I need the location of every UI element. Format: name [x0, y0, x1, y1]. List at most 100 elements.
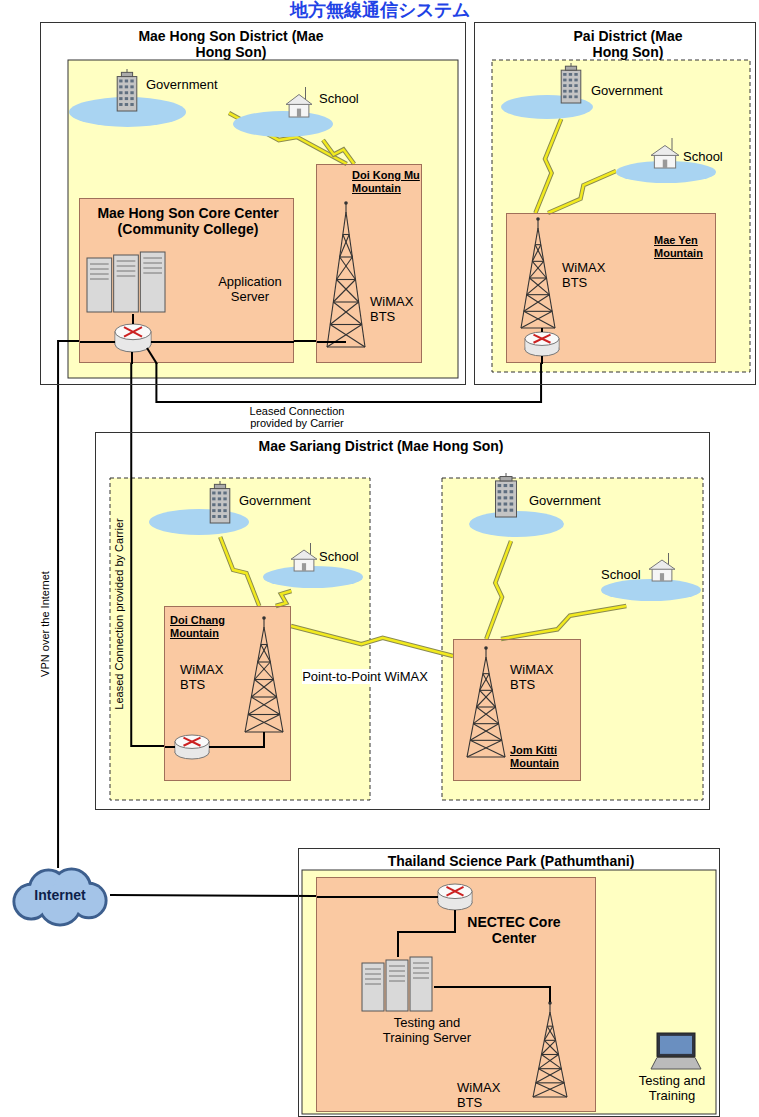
region-heading: Thailand Science Park (Pathumthani): [331, 853, 691, 869]
node-text: School: [319, 549, 364, 564]
mountain-name: Mae Yen Mountain: [654, 234, 714, 260]
bts-box: WiMAX BTSJom Kitti Mountain: [453, 639, 581, 781]
node-text: Government: [591, 83, 671, 98]
wire: [80, 341, 115, 343]
ellipse-icon: [149, 509, 249, 535]
node-text: WiMAX BTS: [457, 1080, 529, 1110]
node-text: School: [683, 149, 728, 164]
bts-box: Mae Yen MountainWiMAX BTS: [506, 213, 716, 363]
box-ground: [316, 164, 422, 363]
node-icons: [317, 878, 597, 1112]
node-text: Government: [239, 493, 319, 508]
region-ground: [95, 432, 710, 810]
yellow-panel: [442, 478, 703, 800]
bts-box: Doi Kong Mu MountainWiMAX BTS: [316, 164, 422, 363]
wire: [147, 348, 157, 364]
wireless-link: [548, 171, 616, 213]
link-label: VPN over the Internet: [39, 569, 51, 679]
laptop-node: Testing and Training: [627, 1031, 719, 1113]
wire: [151, 341, 294, 343]
district-box: Mae Sariang District (Mae Hong Son)Gover…: [95, 432, 710, 810]
wireless-link: [291, 626, 453, 656]
house-icon: [651, 138, 679, 168]
wire: [541, 328, 543, 332]
wireless-link: [323, 140, 354, 164]
building-icon: [210, 481, 230, 523]
house-icon: [286, 87, 312, 117]
region-heading: Pai District (Mae Hong Son): [563, 28, 693, 60]
mountain-name: Doi Chang Mountain: [170, 614, 234, 640]
box-ground: [453, 639, 581, 781]
wireless-link: [486, 541, 511, 639]
box-ground: [79, 198, 294, 363]
building-icon: [117, 69, 137, 111]
wireless-link: [501, 606, 626, 639]
link-label: Leased Connection provided by Carrier: [236, 405, 358, 429]
node-text: School: [601, 567, 646, 582]
node-text: Application Server: [208, 274, 292, 304]
node-text: WiMAX BTS: [562, 260, 617, 290]
region-ground: [474, 22, 756, 385]
wireless-link: [276, 591, 292, 606]
core-center-box: Mae Hong Son Core Center (Community Coll…: [79, 198, 294, 363]
link-label: Point-to-Point WiMAX: [302, 669, 428, 684]
node-text: Internet: [12, 887, 108, 903]
node-text: NECTEC Core Center: [464, 914, 564, 946]
laptop-icon: [651, 1033, 701, 1069]
district-box: Pai District (Mae Hong Son) GovernmentSch…: [474, 22, 756, 385]
tower-icon: [327, 201, 365, 347]
page-title: 地方無線通信システム: [0, 0, 759, 20]
node-icons: [233, 85, 383, 140]
yellow-panel: [110, 478, 370, 800]
wire: [132, 314, 134, 324]
node-text: Mae Hong Son Core Center (Community Coll…: [90, 205, 286, 237]
ellipse-icon: [233, 111, 333, 137]
servers-icon: [87, 252, 165, 312]
node-text: WiMAX BTS: [370, 294, 420, 324]
node-text: Government: [529, 493, 611, 508]
wire: [317, 341, 346, 343]
tower-icon: [521, 217, 555, 328]
house-icon: [649, 553, 675, 581]
site-node: School: [263, 541, 368, 591]
node-text: Government: [146, 77, 226, 92]
yellow-panel: [68, 60, 458, 378]
router-icon: [175, 735, 209, 759]
site-node: Government: [69, 69, 229, 127]
wire: [398, 910, 455, 957]
site-node: School: [616, 136, 730, 186]
wire: [165, 746, 175, 748]
servers-icon: [362, 957, 432, 1011]
wired-link: [156, 363, 541, 402]
site-node: Government: [463, 471, 623, 541]
node-text: Testing and Training Server: [380, 1015, 474, 1045]
node-icons: [263, 541, 368, 591]
wire: [317, 896, 438, 898]
router-icon: [115, 324, 151, 352]
site-node: Government: [141, 479, 321, 537]
router-icon: [525, 332, 559, 356]
mountain-name: Jom Kitti Mountain: [510, 744, 572, 770]
region-heading: Mae Hong Son District (Mae Hong Son): [136, 28, 326, 60]
site-box: Thailand Science Park (Pathumthani) NECTE…: [298, 848, 720, 1117]
tower-icon: [245, 616, 283, 732]
yellow-panel: [302, 870, 716, 1114]
tower-icon: [533, 1001, 567, 1097]
house-icon: [291, 543, 317, 571]
yellow-panel: [492, 60, 750, 372]
wired-link: [294, 340, 316, 341]
wire: [434, 987, 550, 1002]
box-ground: [164, 606, 291, 781]
bts-box: Doi Chang MountainWiMAX BTS: [164, 606, 291, 781]
building-icon: [561, 63, 581, 103]
region-ground: [298, 848, 720, 1117]
region-ground: [40, 22, 466, 385]
node-icons: [141, 479, 321, 537]
node-text: School: [319, 91, 369, 106]
internet-cloud: Internet: [12, 868, 110, 924]
wire: [541, 356, 543, 364]
building-icon: [496, 473, 517, 517]
site-node: Government: [501, 63, 673, 119]
